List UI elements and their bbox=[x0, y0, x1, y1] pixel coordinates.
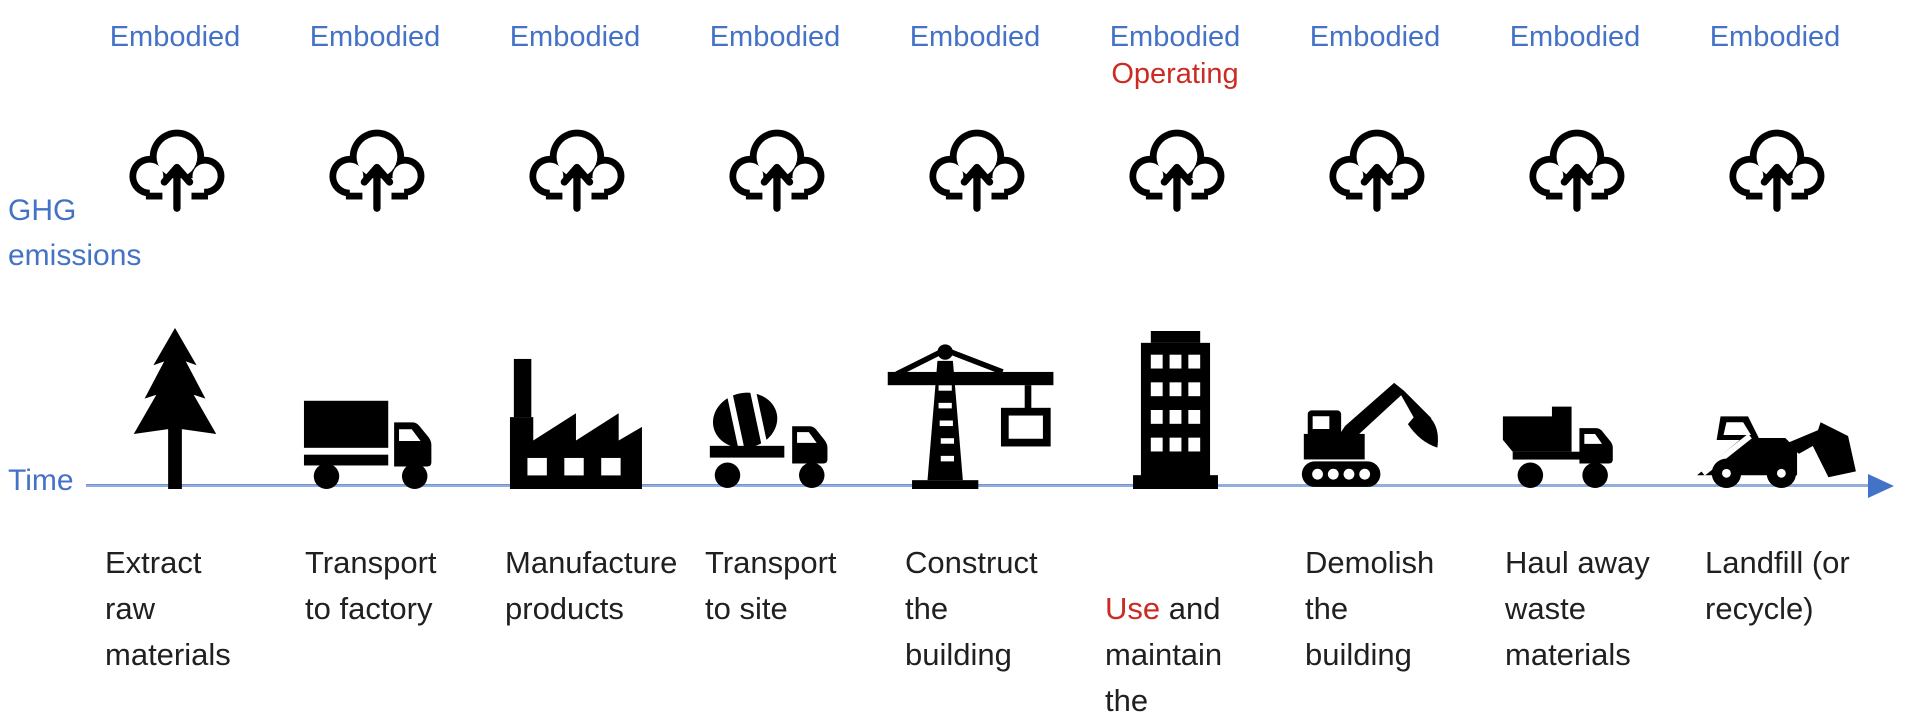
cloud-upload-icon bbox=[1716, 118, 1834, 215]
cloud-upload-icon bbox=[1516, 118, 1634, 215]
emission-type-label: Embodied bbox=[309, 21, 441, 53]
cloud-upload-icon bbox=[916, 118, 1034, 215]
dump-truck-icon bbox=[1475, 383, 1675, 489]
factory-icon bbox=[475, 357, 675, 489]
emission-type-label: Embodied bbox=[709, 21, 841, 53]
time-axis-arrowhead-icon bbox=[1868, 474, 1894, 498]
cloud-upload-icon bbox=[116, 118, 234, 215]
excavator-icon bbox=[1275, 369, 1475, 489]
cloud-upload-icon bbox=[716, 118, 834, 215]
front-loader-icon bbox=[1675, 387, 1875, 489]
stage-label: Transport to site bbox=[705, 545, 837, 626]
building-icon bbox=[1075, 331, 1275, 489]
stage-label-rest: and maintain the building bbox=[1105, 591, 1223, 718]
stage-label: Landfill (or recycle) bbox=[1705, 545, 1850, 626]
cloud-upload-icon bbox=[316, 118, 434, 215]
emission-type-label: Embodied bbox=[1109, 21, 1241, 53]
cloud-upload-icon bbox=[1116, 118, 1234, 215]
ghg-emissions-axis-label: GHG emissions bbox=[8, 194, 142, 272]
emission-type-label: Embodied bbox=[509, 21, 641, 53]
emission-type-label: Embodied bbox=[109, 21, 241, 53]
stage-column-landfill: Embodied bbox=[1675, 0, 1875, 726]
stage-column-haul-away: Embodied bbox=[1475, 0, 1675, 726]
stage-label: Haul away waste materials bbox=[1505, 545, 1650, 672]
stage-label: Demolish the building bbox=[1305, 545, 1435, 672]
concrete-mixer-truck-icon bbox=[675, 387, 875, 489]
operating-emission-label: Operating bbox=[1111, 58, 1239, 90]
stage-column-manufacture: Embodied bbox=[475, 0, 678, 726]
tower-crane-icon bbox=[875, 341, 1075, 489]
cloud-upload-icon bbox=[1316, 118, 1434, 215]
stage-label: Construct the building bbox=[905, 545, 1038, 672]
stage-label: Extract raw materials bbox=[105, 545, 231, 672]
time-axis-label: Time bbox=[8, 464, 74, 497]
stage-column-extract: Embodied Extract raw materials bbox=[75, 0, 275, 726]
stage-column-demolish: Embodied bbox=[1275, 0, 1475, 726]
pine-tree-icon bbox=[75, 324, 275, 489]
emission-type-label: Embodied bbox=[909, 21, 1041, 53]
stage-column-transport-factory: Embodied bbox=[275, 0, 475, 726]
cloud-upload-icon bbox=[516, 118, 634, 215]
stage-column-transport-site: Embodied bbox=[675, 0, 875, 726]
emission-type-label: Embodied bbox=[1509, 21, 1641, 53]
stage-columns: Embodied Extract raw materials bbox=[75, 0, 1875, 726]
stage-label: Transport to factory bbox=[305, 545, 437, 626]
emission-type-label: Embodied bbox=[1709, 21, 1841, 53]
stage-label: Use and maintain the building bbox=[1105, 540, 1273, 726]
use-word-highlight: Use bbox=[1105, 591, 1161, 626]
stage-column-use-maintain: Embodied Operating bbox=[1075, 0, 1275, 726]
stage-label: Manufacture products bbox=[505, 545, 678, 626]
stage-column-construct: Embodied bbox=[875, 0, 1075, 726]
box-truck-icon bbox=[275, 389, 475, 489]
emission-type-label: Embodied bbox=[1309, 21, 1441, 53]
